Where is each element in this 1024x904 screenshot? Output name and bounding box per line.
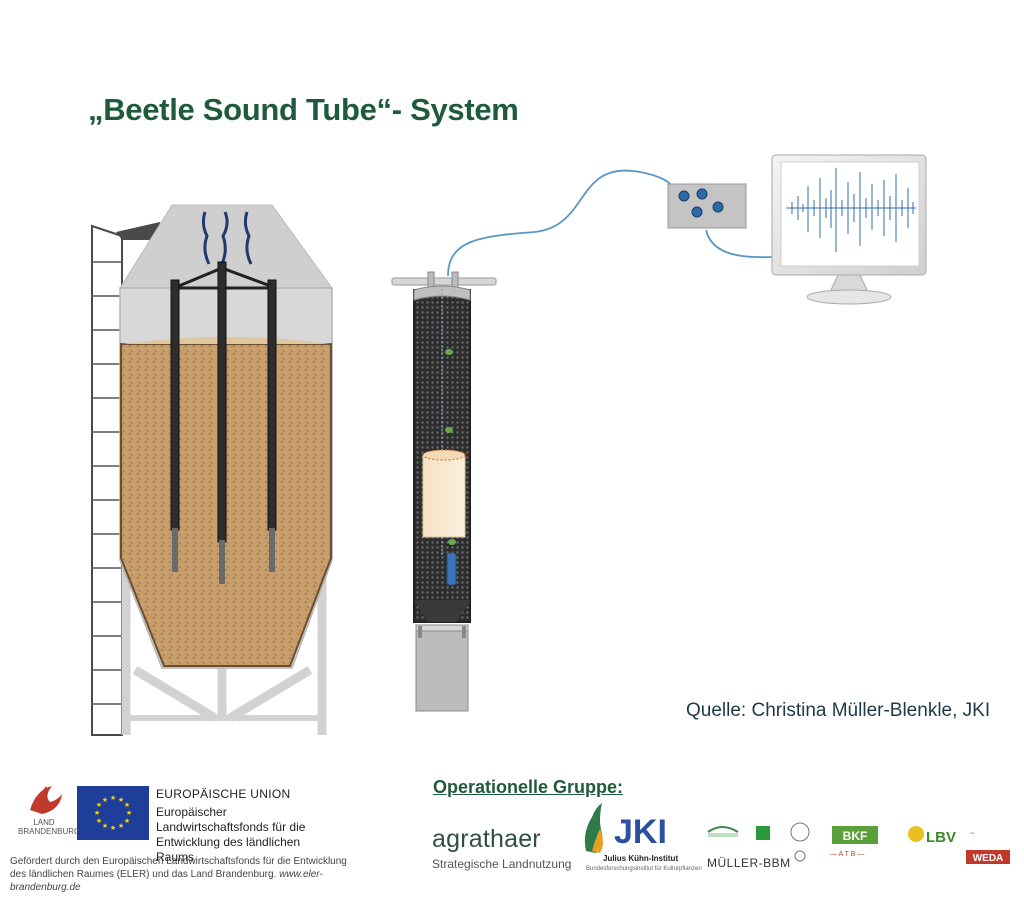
svg-text:★: ★	[118, 796, 124, 804]
mueller-bbm-logo: MÜLLER-BBM	[707, 856, 791, 870]
svg-text:★: ★	[102, 796, 108, 804]
funding-note: Gefördert durch den Europäischen Landwir…	[10, 855, 350, 894]
svg-text:★: ★	[110, 794, 116, 802]
lbv-sun-icon	[908, 826, 924, 842]
amplifier-box	[667, 183, 747, 229]
silo-probes	[170, 261, 277, 584]
green-square-logo	[756, 826, 770, 840]
og-heading: Operationelle Gruppe:	[433, 777, 624, 797]
source-credit: Quelle: Christina Müller-Blenkle, JKI	[686, 700, 991, 721]
funding-text: Gefördert durch den Europäischen Landwir…	[10, 856, 347, 880]
jki-name: Julius Kühn-Institut	[603, 854, 679, 863]
silo-legs	[121, 560, 327, 735]
eu-flag-icon: ★ ★ ★ ★ ★ ★ ★ ★ ★ ★ ★ ★	[77, 786, 149, 840]
funding-url: www.eler-brandenburg.de	[10, 869, 323, 893]
svg-text:JKI: JKI	[614, 813, 667, 851]
silo	[91, 204, 333, 736]
partner-logos: BKF — A T B — LBV ~ WEDA	[707, 822, 1010, 864]
signal-cable	[447, 169, 677, 277]
probe-cables	[201, 211, 253, 265]
svg-text:★: ★	[118, 822, 124, 830]
svg-text:— A T B —: — A T B —	[830, 851, 864, 858]
agrathaer-subtitle: Strategische Landnutzung	[432, 857, 572, 871]
monitor	[771, 154, 927, 305]
bkf-text: BKF	[843, 829, 868, 843]
svg-text:~: ~	[970, 829, 975, 838]
svg-text:★: ★	[110, 824, 116, 832]
svg-text:★: ★	[96, 801, 102, 809]
svg-text:★: ★	[96, 817, 102, 825]
bkf-logo	[832, 826, 878, 844]
agrathaer-logo: agrathaer	[432, 825, 541, 853]
svg-text:★: ★	[94, 809, 100, 817]
weda-logo	[966, 850, 1010, 864]
sample-vial	[422, 454, 466, 538]
svg-text:★: ★	[126, 809, 132, 817]
jki-logo: JKI	[584, 803, 667, 853]
lbv-text: LBV	[926, 829, 956, 846]
seal-logo	[790, 822, 810, 842]
eu-title: EUROPÄISCHE UNION	[156, 787, 291, 801]
page-title: „Beetle Sound Tube“- System	[88, 92, 519, 127]
eu-fund-name: Europäischer Landwirtschaftsfonds für di…	[156, 805, 306, 864]
weda-text: WEDA	[973, 853, 1004, 864]
svg-text:★: ★	[124, 801, 130, 809]
sensor	[446, 552, 457, 586]
sound-tube	[391, 271, 497, 712]
gut-schmerwitz-logo	[707, 826, 739, 837]
waveform	[786, 168, 916, 252]
land-brandenburg-label: LAND BRANDENBURG	[18, 818, 81, 836]
svg-text:★: ★	[124, 817, 130, 825]
brandenburg-eagle-logo	[30, 786, 62, 814]
jki-subtitle: Bundesforschungsinstitut für Kulturpflan…	[586, 866, 702, 872]
svg-text:★: ★	[102, 822, 108, 830]
